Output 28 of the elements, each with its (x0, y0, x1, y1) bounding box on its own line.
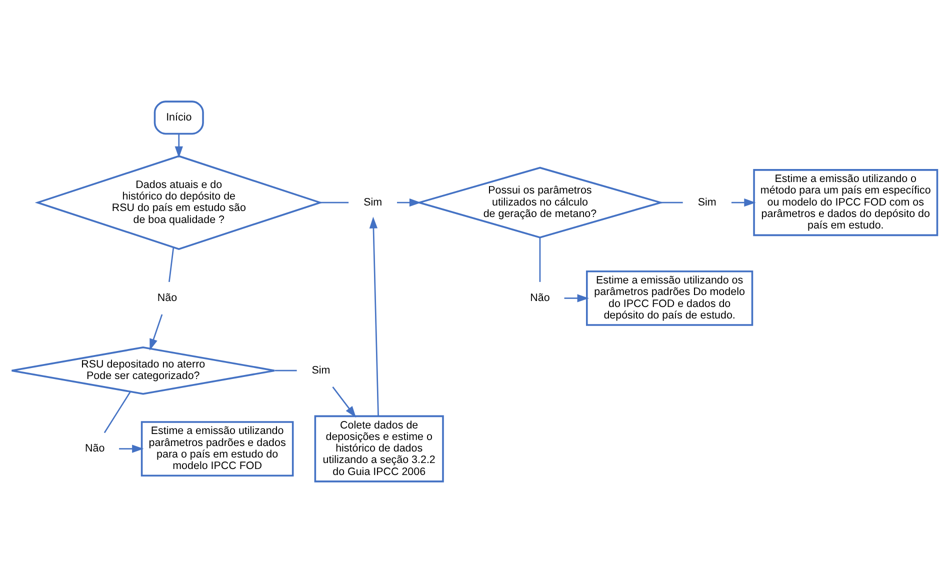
arrow (332, 386, 356, 418)
connector (274, 370, 297, 372)
node-box: Estime a emissão utilizando os parâmetros padrões Do modelo do IPCC FOD e dados do depósito do país de estudo. (586, 270, 754, 326)
arrow (150, 314, 163, 350)
node-text: Não (85, 442, 105, 455)
connector (320, 202, 349, 204)
node-box: Estime a emissão utilizando o método para um país em específico ou modelo do IPCC FOD com os parâmetros e dados do depósito do país em estudo. (753, 169, 938, 236)
connector (104, 392, 131, 434)
arrow (369, 216, 379, 416)
node-text: Sim (312, 364, 330, 376)
node-box: Colete dados de deposições e estime o histórico de dados utilizando a seção 3.2.2 do Guia IPCC 2006 (314, 415, 444, 482)
arrow (119, 444, 144, 453)
node-diamond: Dados atuais e do histórico do depósito de RSU do país em estudo são de boa qualidade ? (34, 155, 323, 250)
connector (168, 247, 174, 282)
node-text: Não (157, 292, 178, 304)
arrow (731, 198, 756, 207)
node-box: Estime a emissão utilizando parâmetros padrões e dados para o país em estudo do modelo IPCC FOD (140, 421, 294, 476)
node-diamond: Possui os parâmetros utilizados no cálculo de geração de metano? (416, 166, 664, 238)
node-text: Sim (698, 196, 716, 208)
node-text: Sim (364, 196, 382, 208)
connector (660, 202, 683, 204)
connector (539, 238, 541, 282)
node-diamond: RSU depositado no aterro Pode ser categorizado? (10, 346, 276, 395)
arrow (397, 198, 422, 207)
node-box: Início (154, 100, 204, 135)
node-text: Não (530, 292, 550, 304)
arrow (564, 294, 589, 302)
arrow (174, 134, 183, 158)
